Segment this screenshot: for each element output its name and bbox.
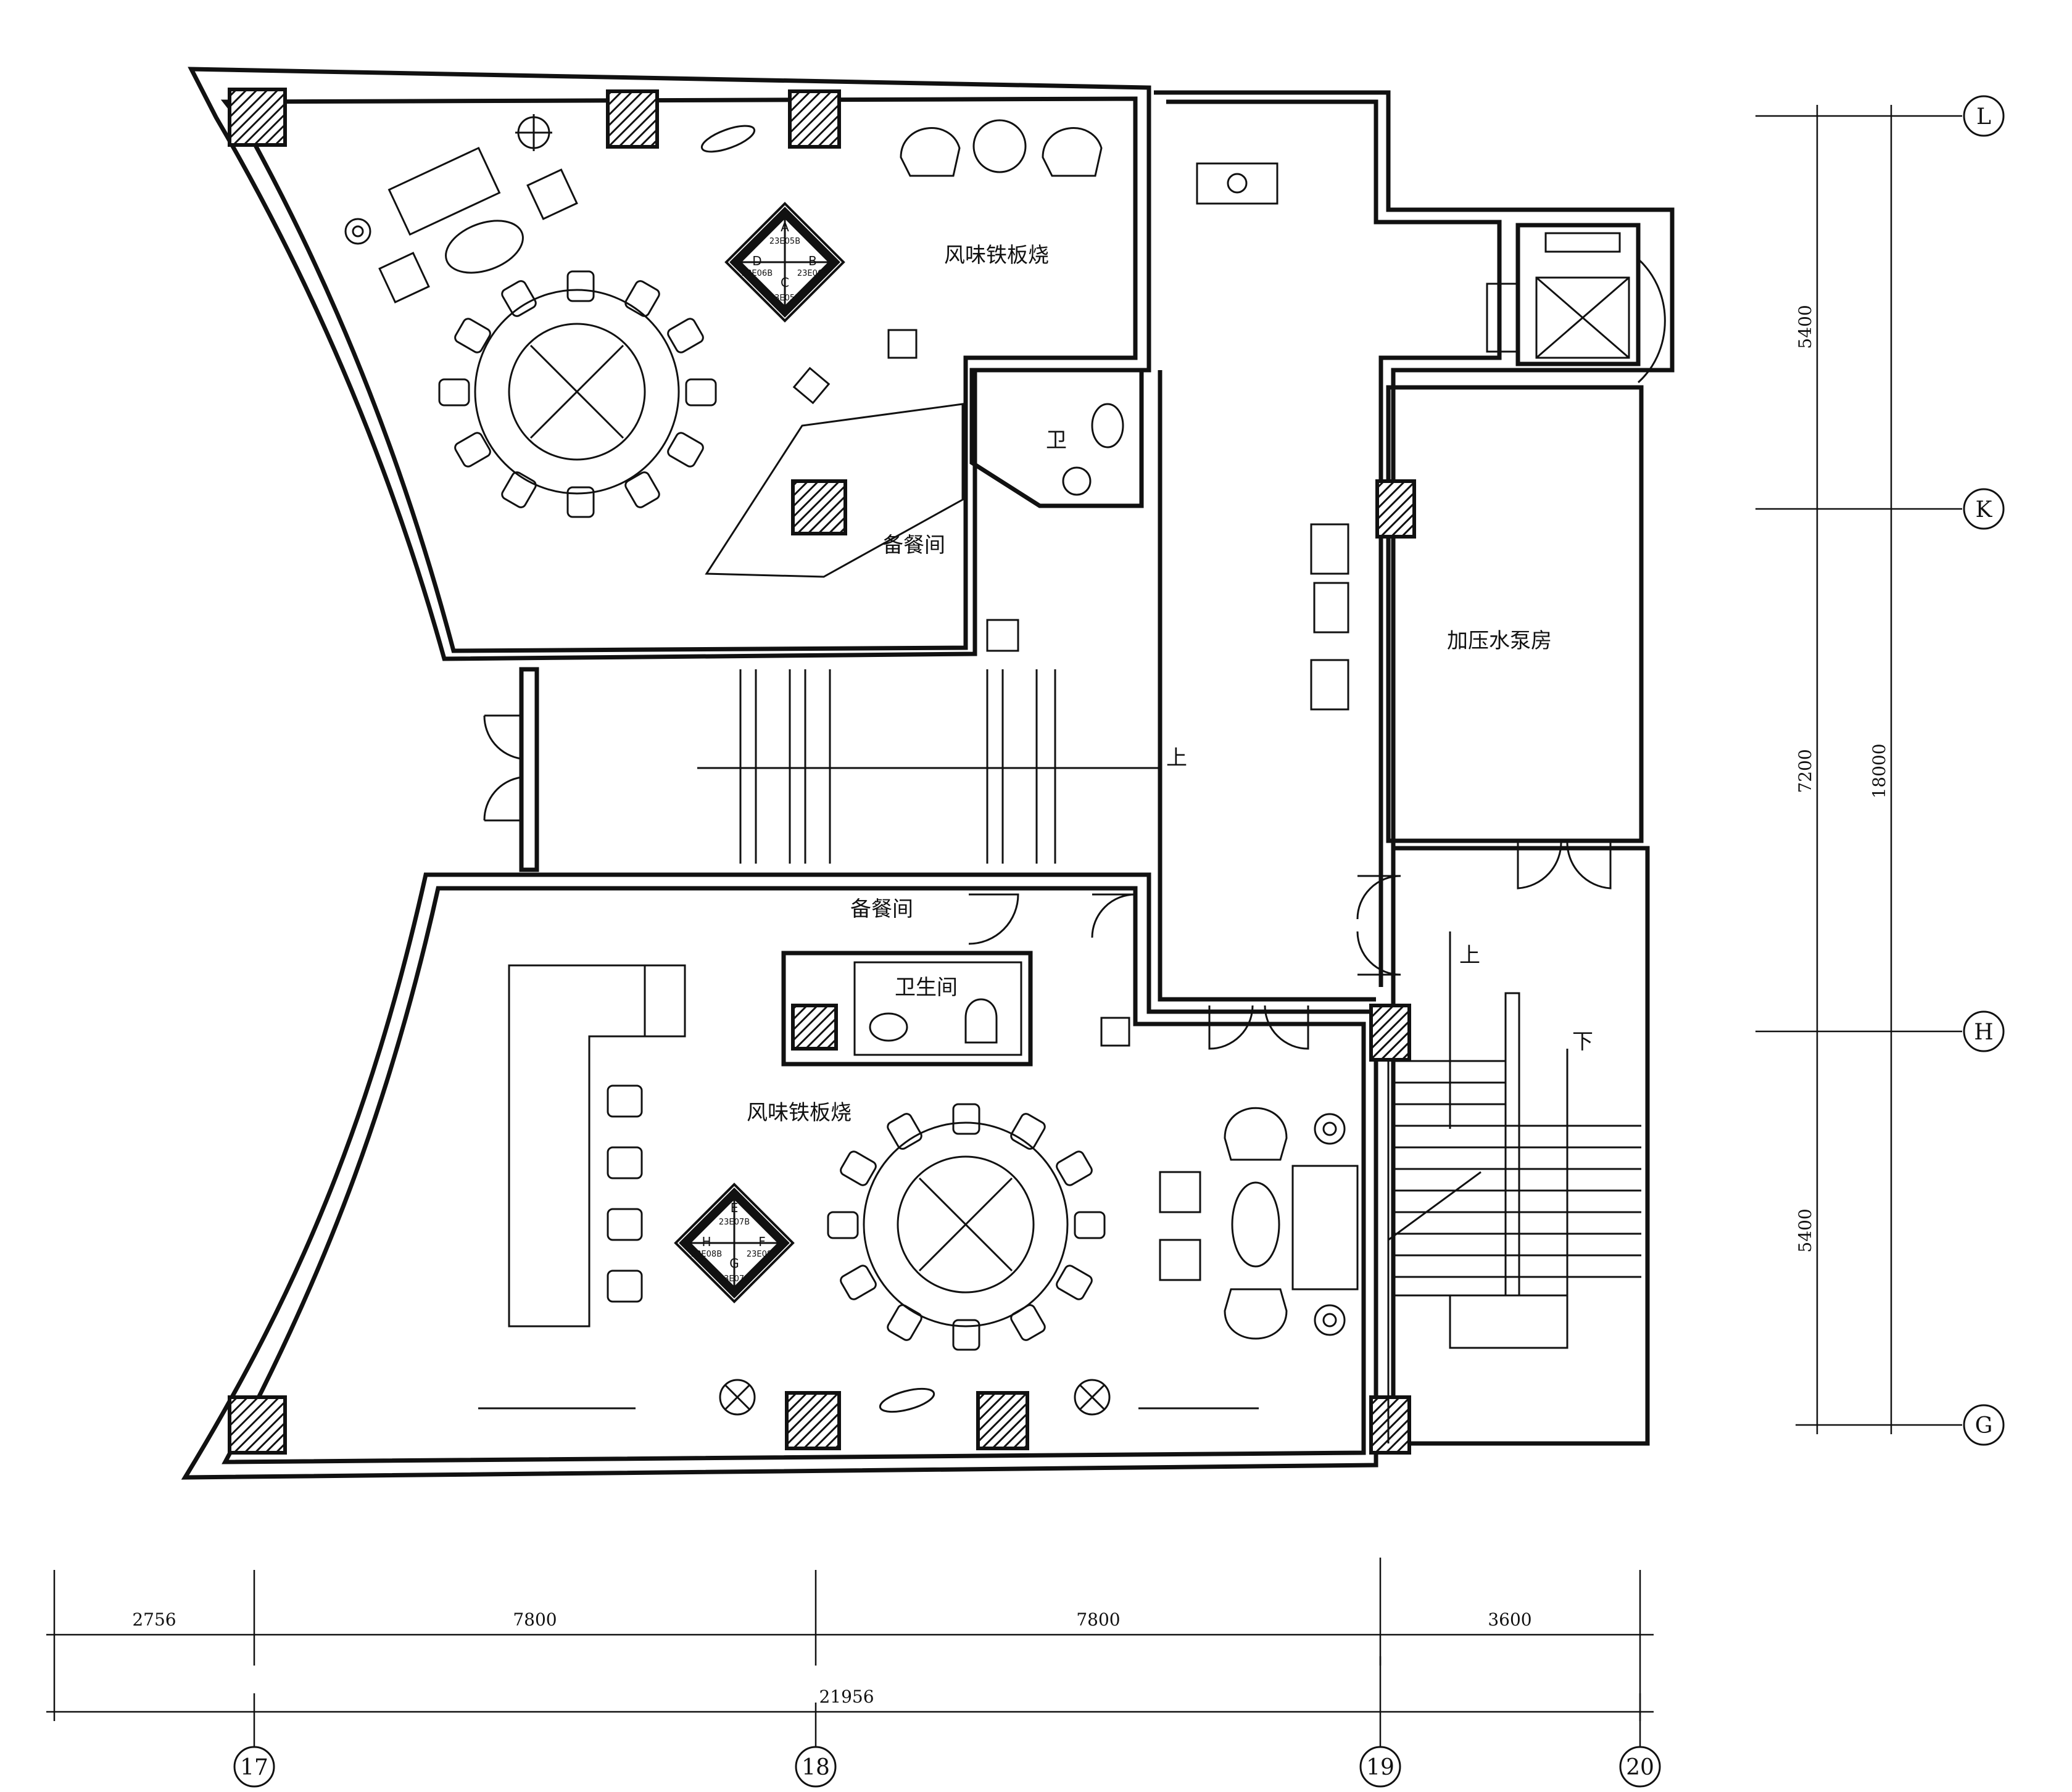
dim-7800-b: 7800 — [1076, 1609, 1120, 1630]
dim-5400-a: 5400 — [1795, 305, 1815, 349]
dim-2756: 2756 — [132, 1609, 176, 1630]
vertical-dimensions: 5400 7200 5400 18000 — [1755, 105, 1962, 1434]
section-tag-lower: E 23E07B F 23E08B G 23E07B H 23E08B — [674, 1183, 795, 1303]
room-label-pump-room: 加压水泵房 — [1447, 629, 1552, 653]
upper-furniture — [344, 114, 1103, 578]
tag-code-a: 23E05B — [769, 237, 800, 246]
tag-code-f: 23E08B — [747, 1250, 777, 1259]
tag-code-d: 23E06B — [742, 269, 773, 278]
upper-wc — [969, 162, 1278, 652]
lower-furniture — [478, 964, 1359, 1416]
lower-table-chairs — [827, 1103, 1106, 1351]
connecting-hall — [483, 667, 1160, 872]
axis-row-k: K — [1976, 497, 1993, 522]
tag-letter-b: B — [808, 254, 817, 268]
axis-col-19: 19 — [1366, 1755, 1394, 1780]
tag-letter-a: A — [781, 220, 789, 234]
tag-letter-g: G — [729, 1256, 739, 1271]
room-label-pantry-lower: 备餐间 — [850, 897, 913, 922]
dim-5400-b: 5400 — [1795, 1208, 1815, 1252]
tag-letter-d: D — [752, 254, 761, 268]
axis-row-h: H — [1974, 1020, 1993, 1045]
tag-letter-c: C — [781, 275, 789, 290]
corridor-walls — [1154, 90, 1675, 1446]
axis-col-17: 17 — [240, 1755, 268, 1780]
dim-total-horizontal: 21956 — [819, 1687, 874, 1707]
upper-table-chairs — [438, 270, 717, 518]
stair-down-label: 下 — [1572, 1030, 1593, 1054]
tag-code-c: 23E05B — [769, 294, 800, 303]
horizontal-dimensions: 2756 7800 7800 3600 21956 — [46, 1558, 1654, 1764]
axis-col-18: 18 — [802, 1755, 830, 1780]
stairwell — [1208, 840, 1641, 1443]
section-tag-upper: A 23E05B B 23E06B C 23E05B D 23E06B — [724, 202, 845, 323]
room-label-wc-lower: 卫生间 — [895, 975, 958, 1000]
dim-total-vertical: 18000 — [1869, 743, 1889, 798]
tag-code-g: 23E07B — [719, 1274, 750, 1284]
room-label-pantry-upper: 备餐间 — [882, 533, 945, 558]
dim-7200: 7200 — [1795, 749, 1815, 793]
corridor-seating — [1310, 523, 1349, 711]
room-label-wc-upper: 卫 — [1046, 428, 1067, 453]
tag-letter-e: E — [731, 1200, 739, 1215]
stair-up-label: 上 — [1166, 746, 1187, 770]
lower-dining-walls — [181, 872, 1378, 1480]
dim-7800-a: 7800 — [513, 1609, 557, 1630]
room-label-teppanyaki-upper: 风味铁板烧 — [944, 243, 1049, 268]
dim-3600: 3600 — [1488, 1609, 1531, 1630]
tag-letter-f: F — [758, 1234, 766, 1249]
stair-up-side-label: 上 — [1459, 943, 1480, 968]
stair-treads — [1394, 1060, 1641, 1297]
row-axis-markers: L K H G — [1963, 95, 2005, 1446]
tag-code-e: 23E07B — [719, 1218, 750, 1227]
column-axis-markers: 17 18 19 20 — [233, 1746, 1661, 1788]
axis-row-l: L — [1976, 104, 1991, 130]
tag-letter-h: H — [702, 1234, 711, 1249]
structural-columns — [228, 88, 1416, 1455]
upper-dining-walls — [188, 67, 1151, 661]
room-label-teppanyaki-lower: 风味铁板烧 — [747, 1100, 852, 1125]
axis-col-20: 20 — [1626, 1755, 1654, 1780]
axis-row-g: G — [1975, 1413, 1993, 1439]
lower-wc — [781, 893, 1136, 1067]
tag-code-b: 23E06B — [797, 269, 828, 278]
elevator-shaft — [1486, 223, 1666, 384]
tag-code-h: 23E08B — [691, 1250, 722, 1259]
